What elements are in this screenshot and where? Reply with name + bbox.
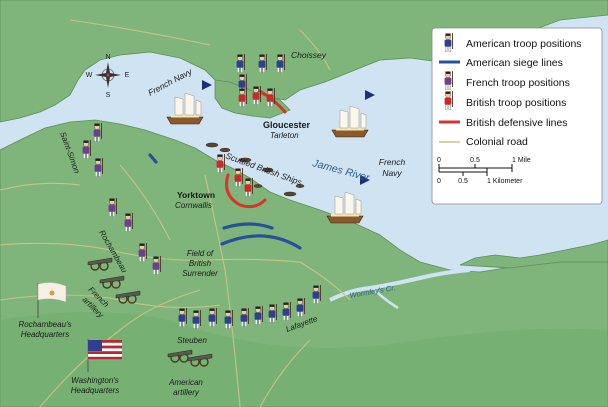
compass-rose: N S W E (86, 54, 130, 99)
scale-bar: 0 0.5 1 Mile 0 0.5 1 Kilometer (437, 157, 531, 185)
label-american-artillery-1: American (168, 378, 203, 387)
east-peninsula (459, 239, 608, 269)
siege-line-2 (220, 234, 302, 250)
scale-mile-05: 0.5 (470, 157, 480, 164)
label-american-artillery-2: artillery (173, 388, 200, 397)
french-flag-mid (365, 90, 375, 100)
legend-defense-label: British defensive lines (466, 117, 568, 129)
siege-line-1 (222, 222, 274, 230)
label-field-2: British (189, 259, 212, 268)
label-french-navy-right-1: French (379, 157, 406, 167)
label-rochambeau-hq-2: Headquarters (21, 330, 69, 339)
label-field-3: Surrender (182, 269, 218, 278)
american-siege-lines (148, 153, 302, 250)
scuttled-ships (205, 142, 305, 197)
label-cornwallis: Cornwallis (175, 201, 212, 210)
legend-british-label: British troop positions (466, 97, 566, 109)
label-choissey: Choissey (291, 50, 327, 60)
creek (329, 268, 471, 302)
label-washington-hq-1: Washington's (71, 376, 119, 385)
defense-line-yorktown (225, 173, 267, 209)
label-field-1: Field of (187, 249, 214, 258)
compass-north-label: N (105, 54, 110, 61)
scale-km-1: 1 Kilometer (487, 178, 523, 185)
label-washington-hq-2: Headquarters (71, 386, 119, 395)
land-shading (0, 312, 608, 407)
french-flag-right (360, 175, 370, 185)
legend-road-label: Colonial road (466, 136, 528, 148)
ship-group (166, 80, 375, 224)
scale-km-05: 0.5 (458, 178, 468, 185)
washington-flag (87, 339, 123, 372)
scale-km-0: 0 (437, 178, 441, 185)
compass-west-label: W (86, 72, 93, 79)
rochambeau-flag (37, 282, 67, 318)
legend-american-label: American troop positions (466, 38, 582, 50)
scale-mile-0: 0 (437, 157, 441, 164)
label-gloucester: Gloucester (263, 120, 311, 130)
label-steuben: Steuben (177, 336, 207, 345)
creek-branch (371, 287, 399, 310)
french-flag-top (202, 80, 212, 90)
legend-french-label: French troop positions (466, 77, 570, 89)
label-rochambeau-hq-1: Rochambeau's (18, 320, 71, 329)
label-tarleton: Tarleton (270, 131, 299, 140)
label-yorktown: Yorktown (177, 190, 215, 200)
siege-line-3 (148, 153, 158, 164)
legend: American troop positions American siege … (431, 27, 603, 205)
legend-siege-label: American siege lines (466, 57, 563, 69)
scale-mile-1: 1 Mile (512, 157, 531, 164)
compass-east-label: E (125, 72, 130, 79)
compass-south-label: S (106, 92, 111, 99)
legend-box (431, 27, 603, 205)
label-french-navy-right-2: Navy (382, 168, 402, 178)
